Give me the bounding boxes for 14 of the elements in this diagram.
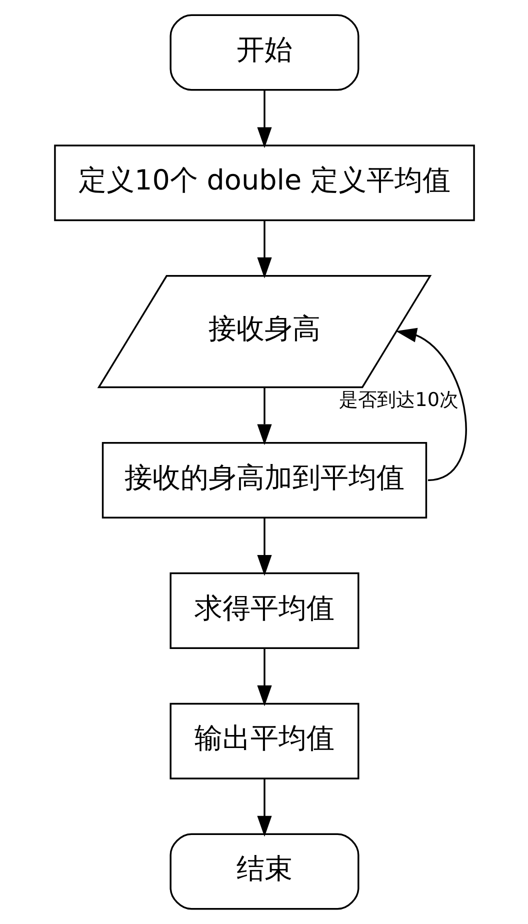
node-box: 定义10个 double 定义平均值 xyxy=(54,144,474,222)
arrow xyxy=(256,90,272,148)
node-box: 结束 xyxy=(169,833,359,910)
node-box: 求得平均值 xyxy=(169,572,359,649)
node-box: 开始 xyxy=(169,14,359,91)
edge-label: 是否到达10次 xyxy=(338,388,458,411)
arrow xyxy=(256,648,272,706)
node-box: 接收的身高加到平均值 xyxy=(101,442,427,519)
arrow xyxy=(256,387,272,446)
arrow xyxy=(395,328,466,482)
arrow xyxy=(256,518,272,576)
node-box: 输出平均值 xyxy=(169,702,359,780)
arrow xyxy=(256,220,272,278)
arrow xyxy=(256,778,272,837)
